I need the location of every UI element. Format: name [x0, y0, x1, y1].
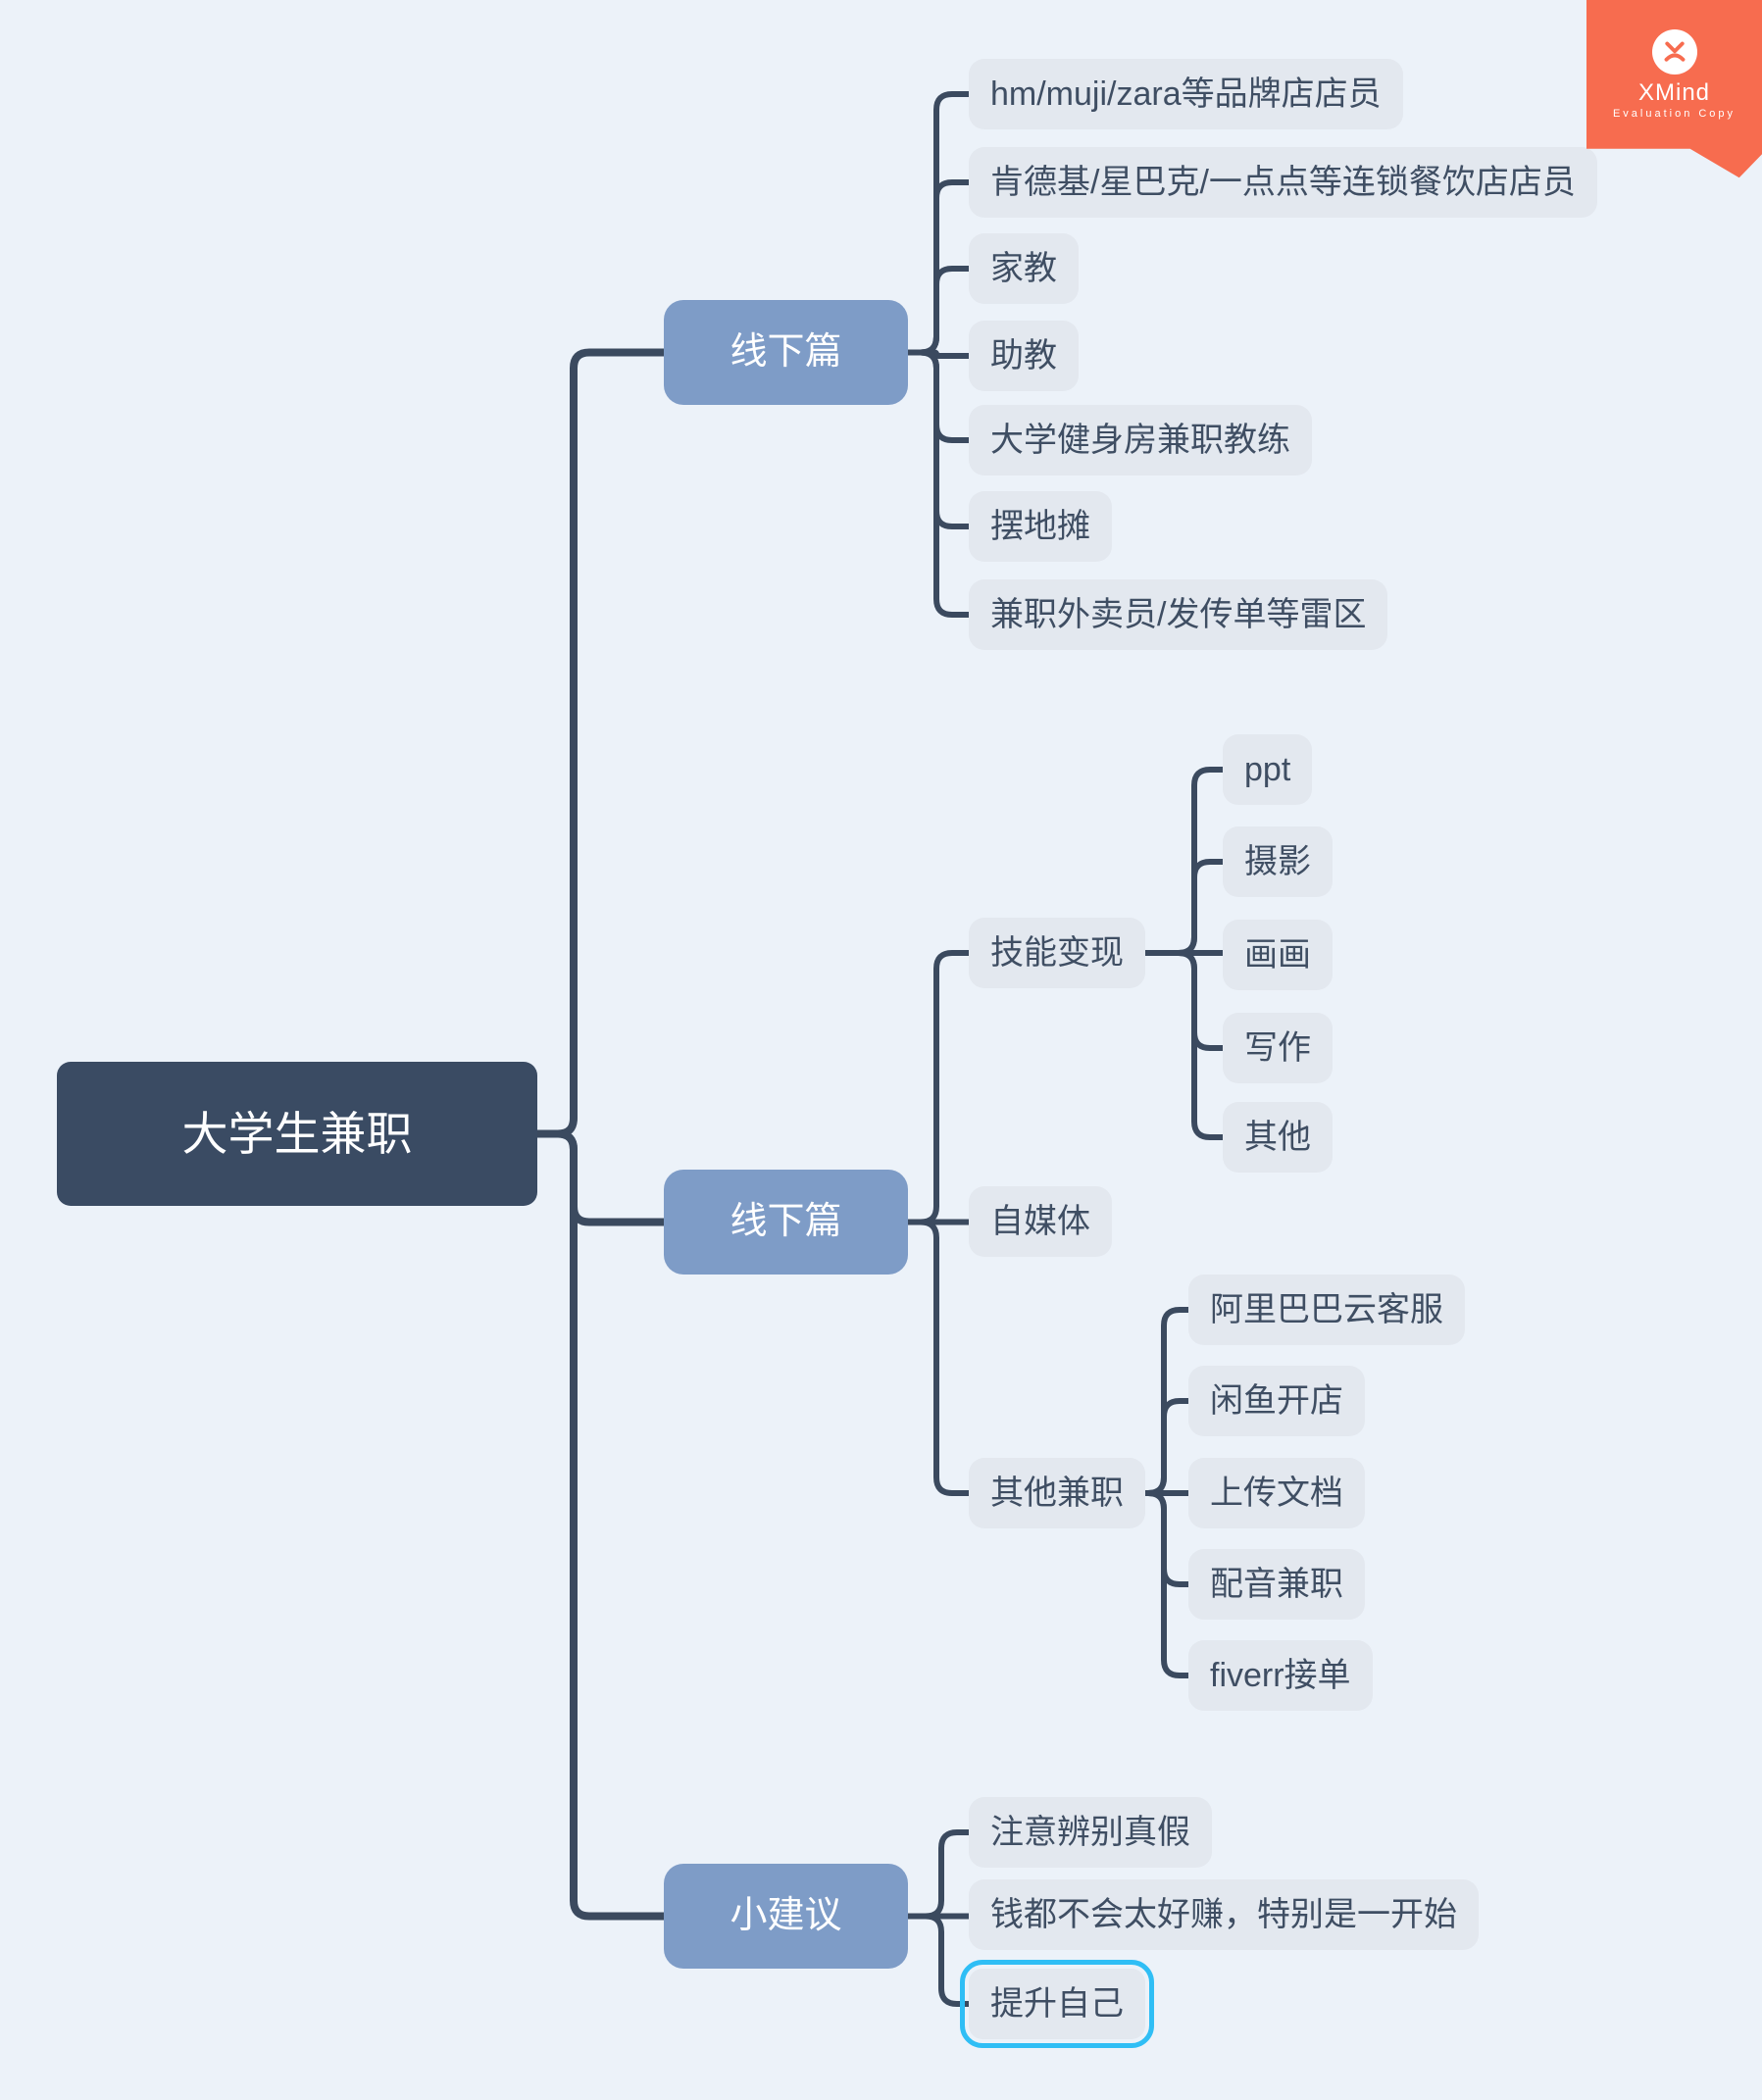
subtopic[interactable]: 肯德基/星巴克/一点点等连锁餐饮店店员: [969, 147, 1597, 218]
subtopic[interactable]: 兼职外卖员/发传单等雷区: [969, 579, 1388, 650]
subtopic[interactable]: ppt: [1223, 734, 1313, 805]
branch-topic-bottom[interactable]: 小建议: [664, 1864, 908, 1969]
subtopic[interactable]: 配音兼职: [1188, 1549, 1365, 1620]
branch-topic-top[interactable]: 线下篇: [664, 300, 908, 405]
subtopic[interactable]: 画画: [1223, 920, 1333, 990]
selected-subtopic[interactable]: 提升自己: [960, 1960, 1154, 2048]
subtopic[interactable]: 阿里巴巴云客服: [1188, 1275, 1465, 1345]
subtopic[interactable]: 写作: [1223, 1013, 1333, 1083]
xmind-watermark-ribbon: XMind Evaluation Copy: [1586, 0, 1762, 178]
xmind-brand-text: XMind: [1637, 79, 1711, 106]
subtopic[interactable]: 助教: [969, 321, 1079, 391]
evaluation-copy-text: Evaluation Copy: [1612, 108, 1737, 120]
subtopic[interactable]: 大学健身房兼职教练: [969, 405, 1312, 475]
subtopic[interactable]: 注意辨别真假: [969, 1797, 1212, 1868]
subtopic[interactable]: hm/muji/zara等品牌店店员: [969, 59, 1403, 129]
subtopic[interactable]: 闲鱼开店: [1188, 1366, 1365, 1436]
subtopic[interactable]: 家教: [969, 233, 1079, 304]
subtopic[interactable]: 钱都不会太好赚，特别是一开始: [969, 1879, 1479, 1950]
central-topic[interactable]: 大学生兼职: [57, 1062, 537, 1206]
subtopic-other-jobs[interactable]: 其他兼职: [969, 1458, 1145, 1528]
subtopic[interactable]: fiverr接单: [1188, 1640, 1373, 1711]
branch-topic-middle[interactable]: 线下篇: [664, 1170, 908, 1275]
subtopic-skills[interactable]: 技能变现: [969, 918, 1145, 988]
xmind-logo-icon: [1651, 29, 1697, 75]
subtopic[interactable]: 摆地摊: [969, 491, 1112, 562]
subtopic[interactable]: 其他: [1223, 1102, 1333, 1173]
subtopic-media[interactable]: 自媒体: [969, 1186, 1112, 1257]
subtopic[interactable]: 上传文档: [1188, 1458, 1365, 1528]
subtopic[interactable]: 摄影: [1223, 826, 1333, 897]
